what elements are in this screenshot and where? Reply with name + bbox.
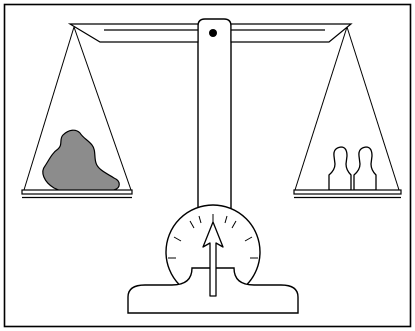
stone-icon xyxy=(43,130,119,193)
weight-left xyxy=(329,147,351,190)
left-pan-icon xyxy=(22,190,132,198)
weight-pair-icon xyxy=(329,147,376,190)
weight-right xyxy=(354,147,376,190)
right-pan-strings xyxy=(295,27,399,190)
pivot-pin-icon xyxy=(209,29,217,37)
right-pan-icon xyxy=(294,190,401,198)
